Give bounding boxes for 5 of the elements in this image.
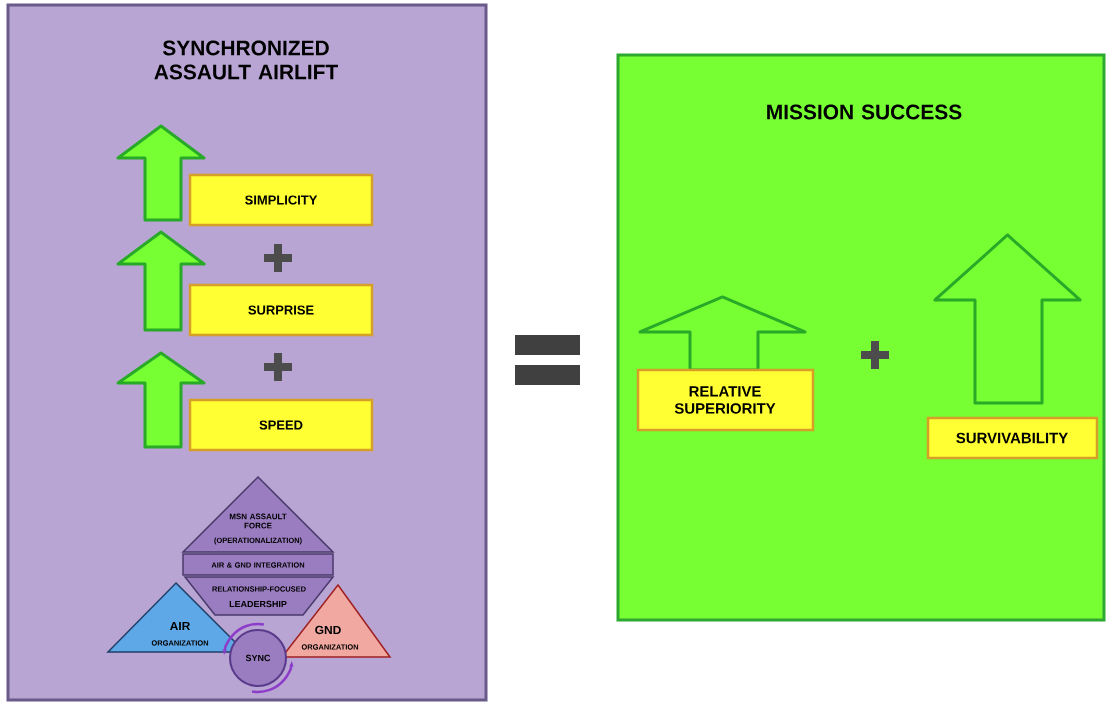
up-arrow-label: SURVIVABILITY xyxy=(926,233,1099,460)
up-arrow-label: SURPRISE xyxy=(116,230,374,337)
up-arrow-label: RELATIVE SUPERIORITY xyxy=(636,295,815,432)
up-arrow-label: SPEED xyxy=(116,351,374,452)
up-arrow-label: SIMPLICITY xyxy=(116,124,374,227)
